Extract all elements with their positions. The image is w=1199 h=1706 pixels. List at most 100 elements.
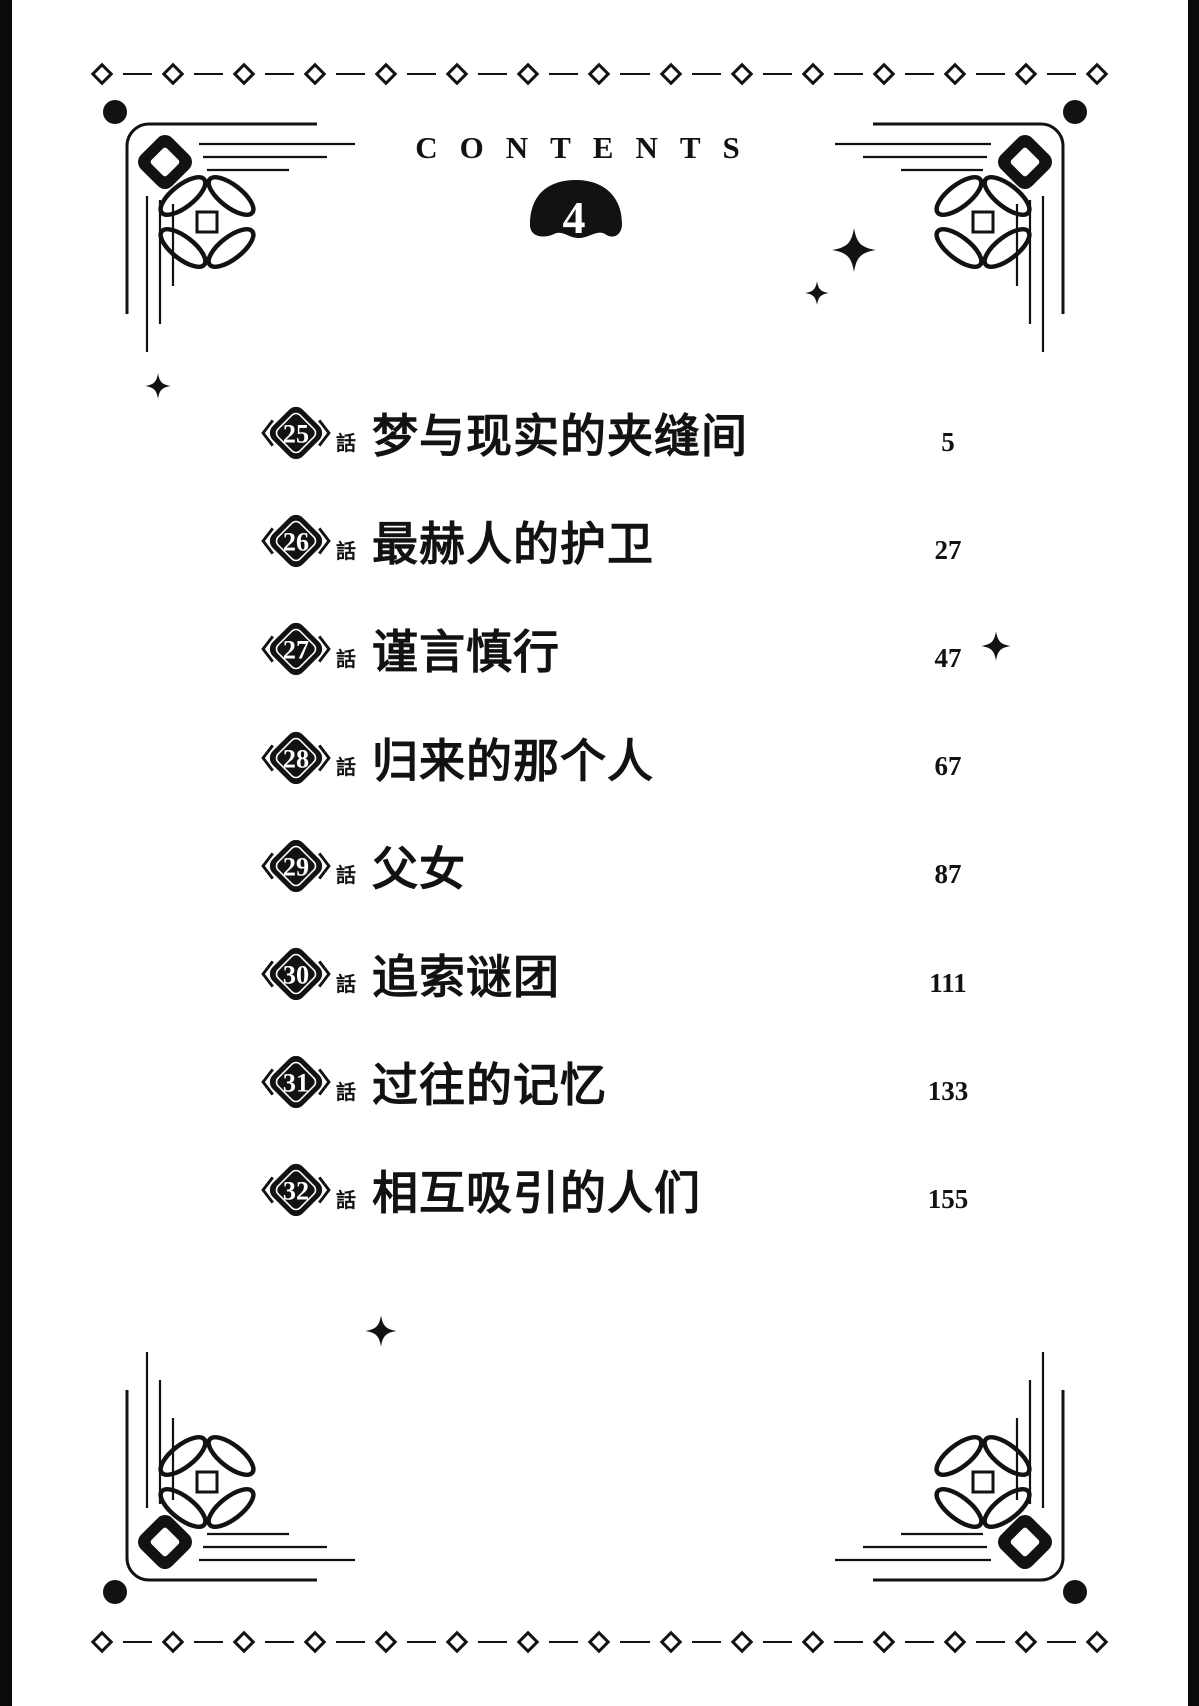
chapter-number: 31: [283, 1069, 309, 1098]
chapter-row: 31 話 过往的记忆 133: [258, 1028, 998, 1136]
diamond-icon: [445, 1630, 469, 1654]
dash-divider: [762, 72, 792, 76]
diamond-icon: [161, 62, 184, 86]
diamond-icon: [801, 62, 825, 86]
diamond-icon: [730, 62, 754, 86]
dash-divider: [407, 1640, 437, 1644]
chapter-title: 过往的记忆: [372, 1060, 607, 1112]
dash-divider: [335, 1640, 366, 1644]
corner-ornament-icon: [103, 1324, 383, 1604]
diamond-icon: [303, 1630, 327, 1654]
chapter-number: 29: [283, 853, 309, 882]
diamond-icon: [801, 1630, 825, 1654]
chapter-title: 梦与现实的夹缝间: [372, 411, 748, 463]
diamond-icon: [303, 62, 327, 86]
chapter-badge-icon: 28: [258, 727, 334, 789]
chapter-suffix: 話: [336, 1081, 356, 1104]
diamond-icon: [872, 62, 896, 86]
chapter-badge-icon: 25: [258, 402, 334, 464]
diamond-icon: [1015, 1630, 1038, 1654]
dash-divider: [833, 72, 864, 76]
chapter-page-number: 111: [929, 967, 967, 998]
diamond-icon: [943, 1630, 967, 1654]
chapter-suffix: 話: [336, 973, 356, 996]
chapter-row: 28 話 归来的那个人 67: [258, 704, 998, 812]
chapter-badge-icon: 31: [258, 1051, 334, 1113]
sparkle-icon: [144, 372, 172, 400]
chapter-suffix: 話: [336, 648, 356, 671]
diamond-icon: [730, 1630, 754, 1654]
diamond-icon: [374, 1630, 398, 1654]
diamond-icon: [659, 1630, 682, 1654]
dash-divider: [1047, 72, 1077, 76]
chapter-row: 30 話 追索谜团 111: [258, 920, 998, 1028]
diamond-icon: [517, 1630, 540, 1654]
chapter-title: 最赫人的护卫: [372, 519, 654, 571]
chapter-suffix: 話: [336, 757, 356, 780]
dash-divider: [905, 1640, 935, 1644]
chapter-title: 父女: [372, 843, 466, 895]
corner-ornament-icon: [807, 1324, 1087, 1604]
scan-edge-right: [1188, 0, 1199, 1706]
dash-divider: [1047, 1640, 1077, 1644]
sparkle-icon: [830, 226, 878, 274]
volume-blob-icon: 4: [520, 170, 632, 258]
dash-divider: [335, 72, 366, 76]
dash-divider: [691, 1640, 721, 1644]
dash-divider: [691, 72, 721, 76]
diamond-icon: [232, 62, 256, 86]
chapter-title: 相互吸引的人们: [372, 1168, 701, 1220]
diamond-icon: [659, 62, 682, 86]
diamond-icon: [588, 62, 611, 86]
dash-divider: [762, 1640, 792, 1644]
diamond-border-top: [90, 62, 1109, 86]
chapter-badge-icon: 30: [258, 943, 334, 1005]
chapter-row: 32 話 相互吸引的人们 155: [258, 1136, 998, 1244]
diamond-icon: [445, 62, 469, 86]
dash-divider: [549, 1640, 579, 1644]
chapter-badge-icon: 29: [258, 835, 334, 897]
chapter-list: 25 話 梦与现实的夹缝间 5 26 話 最赫人的护卫 27 27 話 谨言慎行…: [258, 379, 998, 1245]
chapter-page-number: 155: [927, 1183, 969, 1214]
diamond-icon: [90, 62, 113, 86]
sparkle-icon: [364, 1314, 398, 1348]
chapter-title: 归来的那个人: [372, 735, 654, 787]
corner-ornament-icon: [103, 100, 383, 380]
dash-divider: [549, 72, 579, 76]
chapter-badge-icon: 32: [258, 1159, 334, 1221]
chapter-title: 谨言慎行: [372, 627, 560, 679]
chapter-suffix: 話: [336, 1189, 356, 1212]
dash-divider: [905, 72, 935, 76]
diamond-icon: [374, 62, 398, 86]
chapter-badge-icon: 27: [258, 618, 334, 680]
dash-divider: [407, 72, 437, 76]
chapter-number: 27: [283, 636, 309, 665]
chapter-page-number: 67: [934, 751, 962, 782]
dash-divider: [193, 72, 223, 76]
chapter-page-number: 27: [934, 534, 962, 565]
chapter-page-number: 5: [941, 426, 955, 457]
chapter-suffix: 話: [336, 432, 356, 455]
chapter-number: 25: [283, 420, 309, 449]
chapter-number: 28: [283, 744, 309, 773]
dash-divider: [620, 1640, 650, 1644]
chapter-title: 追索谜团: [372, 952, 560, 1004]
dash-divider: [620, 72, 650, 76]
diamond-icon: [1086, 1630, 1109, 1654]
diamond-icon: [1015, 62, 1038, 86]
corner-ornament-icon: [807, 100, 1087, 380]
chapter-suffix: 話: [336, 865, 356, 888]
dash-divider: [478, 1640, 508, 1644]
dash-divider: [122, 72, 152, 76]
sparkle-icon: [980, 630, 1012, 662]
dash-divider: [976, 1640, 1006, 1644]
chapter-number: 26: [283, 528, 309, 557]
dash-divider: [193, 1640, 223, 1644]
chapter-page-number: 133: [927, 1075, 969, 1106]
diamond-icon: [161, 1630, 184, 1654]
chapter-row: 26 話 最赫人的护卫 27: [258, 487, 998, 595]
page-title: CONTENTS: [415, 130, 762, 165]
chapter-badge-icon: 26: [258, 510, 334, 572]
dash-divider: [122, 1640, 152, 1644]
chapter-page-number: 47: [934, 642, 962, 673]
